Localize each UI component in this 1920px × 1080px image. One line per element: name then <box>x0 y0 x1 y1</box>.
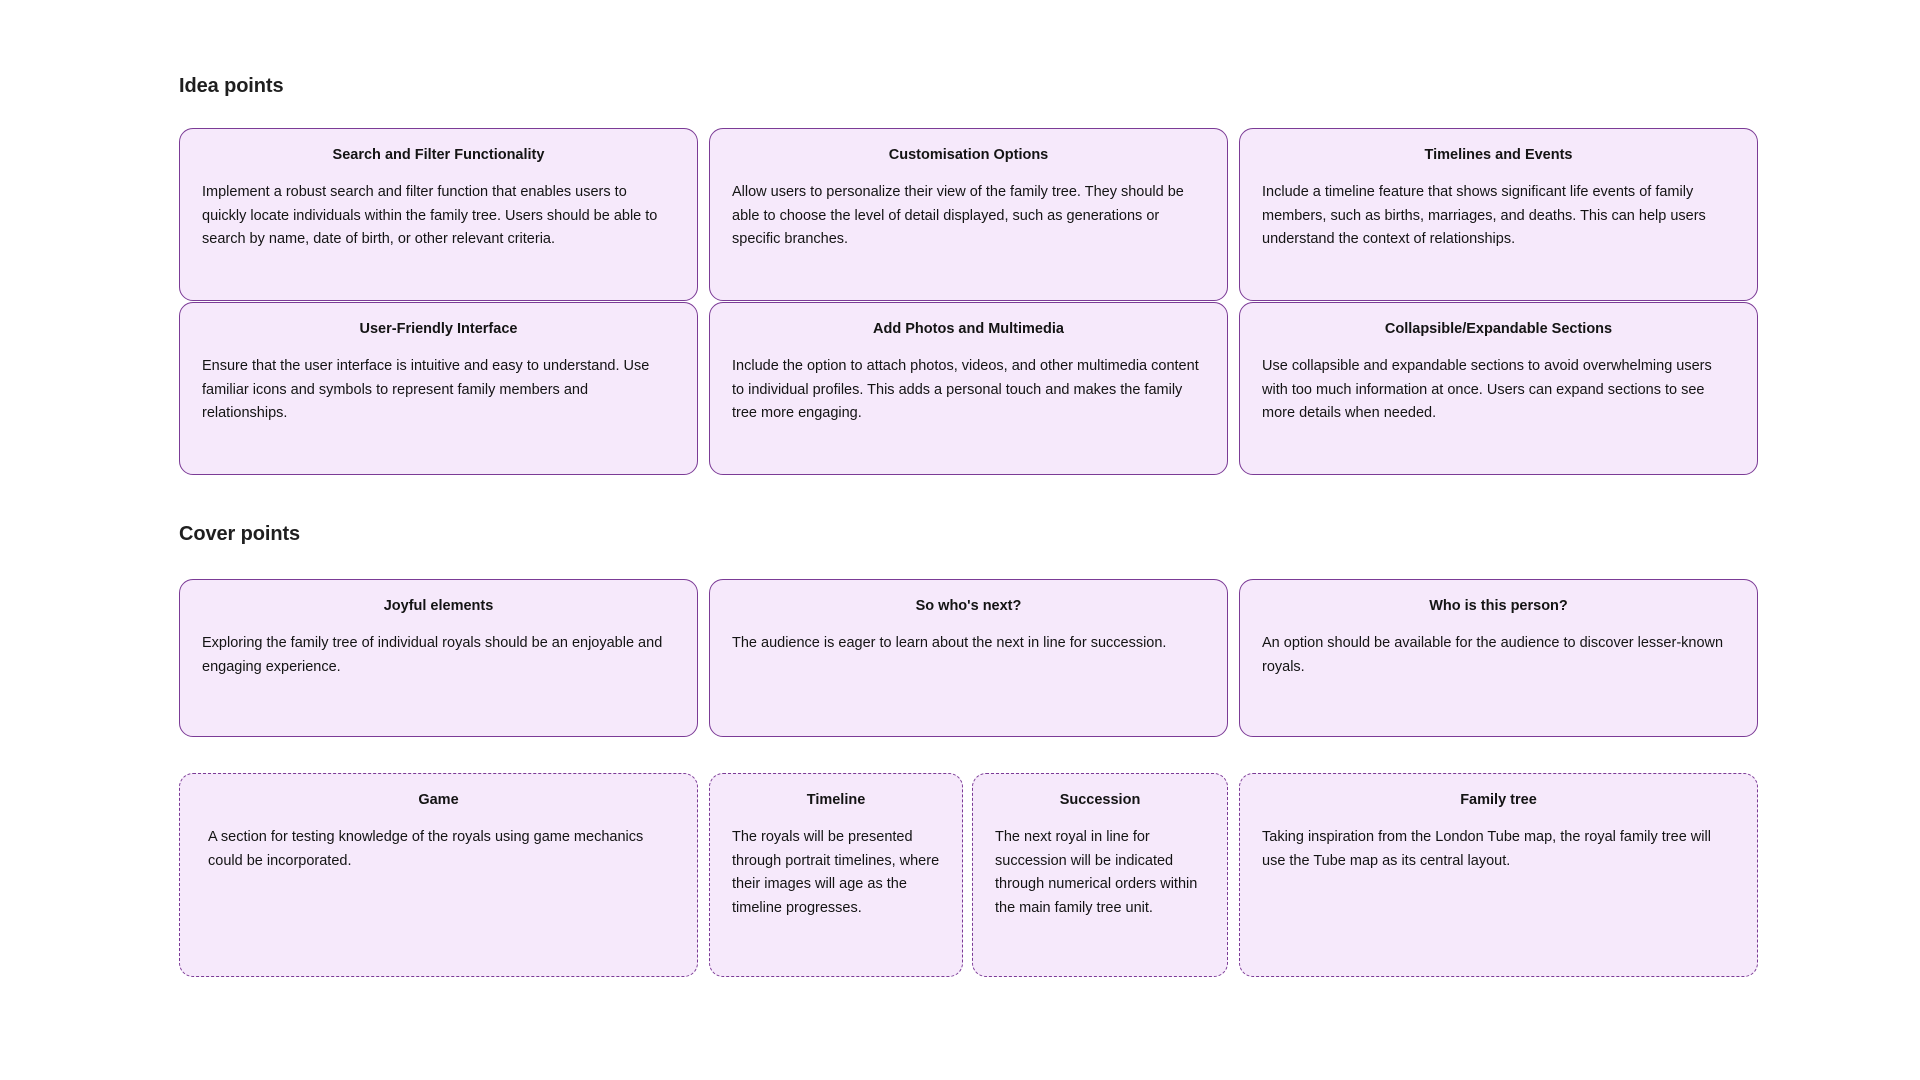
card-title: Family tree <box>1460 792 1537 808</box>
idea-card-search-and-filter-functionality[interactable]: Search and Filter Functionality Implemen… <box>179 128 698 301</box>
card-title: Collapsible/Expandable Sections <box>1384 321 1613 337</box>
idea-card-customisation-options[interactable]: Customisation Options Allow users to per… <box>709 128 1228 301</box>
card-title: Game <box>418 792 459 808</box>
cover-card-joyful-elements[interactable]: Joyful elements Exploring the family tre… <box>179 579 698 737</box>
cover-card-succession[interactable]: Succession The next royal in line for su… <box>972 773 1228 977</box>
card-title: Timelines and Events <box>1424 147 1573 163</box>
card-body: Taking inspiration from the London Tube … <box>1262 829 1711 869</box>
card-title: So who's next? <box>915 598 1022 614</box>
card-body: Allow users to personalize their view of… <box>732 184 1184 248</box>
cover-card-family-tree[interactable]: Family tree Taking inspiration from the … <box>1239 773 1758 977</box>
card-body: Implement a robust search and filter fun… <box>202 184 658 248</box>
cover-card-timeline[interactable]: Timeline The royals will be presented th… <box>709 773 963 977</box>
card-body: A section for testing knowledge of the r… <box>208 829 644 869</box>
idea-card-timelines-and-events[interactable]: Timelines and Events Include a timeline … <box>1239 128 1758 301</box>
cover-card-so-whos-next[interactable]: So who's next? The audience is eager to … <box>709 579 1228 737</box>
card-title: Search and Filter Functionality <box>332 147 545 163</box>
card-title: User-Friendly Interface <box>359 321 518 337</box>
cover-card-game[interactable]: Game A section for testing knowledge of … <box>179 773 698 977</box>
card-title: Customisation Options <box>888 147 1049 163</box>
section-heading-idea-points: Idea points <box>179 75 284 97</box>
card-body: An option should be available for the au… <box>1262 635 1724 675</box>
card-body: The next royal in line for succession wi… <box>995 829 1198 916</box>
card-title: Succession <box>1059 792 1141 808</box>
card-title: Timeline <box>806 792 866 808</box>
card-body: The royals will be presented through por… <box>732 829 940 916</box>
idea-card-user-friendly-interface[interactable]: User-Friendly Interface Ensure that the … <box>179 302 698 475</box>
section-heading-cover-points: Cover points <box>179 523 301 545</box>
card-title: Add Photos and Multimedia <box>873 321 1064 337</box>
card-title: Joyful elements <box>383 598 494 614</box>
card-body: Exploring the family tree of individual … <box>202 635 663 675</box>
card-body: Use collapsible and expandable sections … <box>1262 358 1712 422</box>
card-body: Ensure that the user interface is intuit… <box>202 358 650 422</box>
card-title: Who is this person? <box>1429 598 1568 614</box>
card-body: Include the option to attach photos, vid… <box>732 358 1199 422</box>
card-body: The audience is eager to learn about the… <box>732 635 1167 652</box>
idea-card-add-photos-and-multimedia[interactable]: Add Photos and Multimedia Include the op… <box>709 302 1228 475</box>
idea-card-collapsible-expandable-sections[interactable]: Collapsible/Expandable Sections Use coll… <box>1239 302 1758 475</box>
card-body: Include a timeline feature that shows si… <box>1262 184 1706 248</box>
cover-card-who-is-this-person[interactable]: Who is this person? An option should be … <box>1239 579 1758 737</box>
